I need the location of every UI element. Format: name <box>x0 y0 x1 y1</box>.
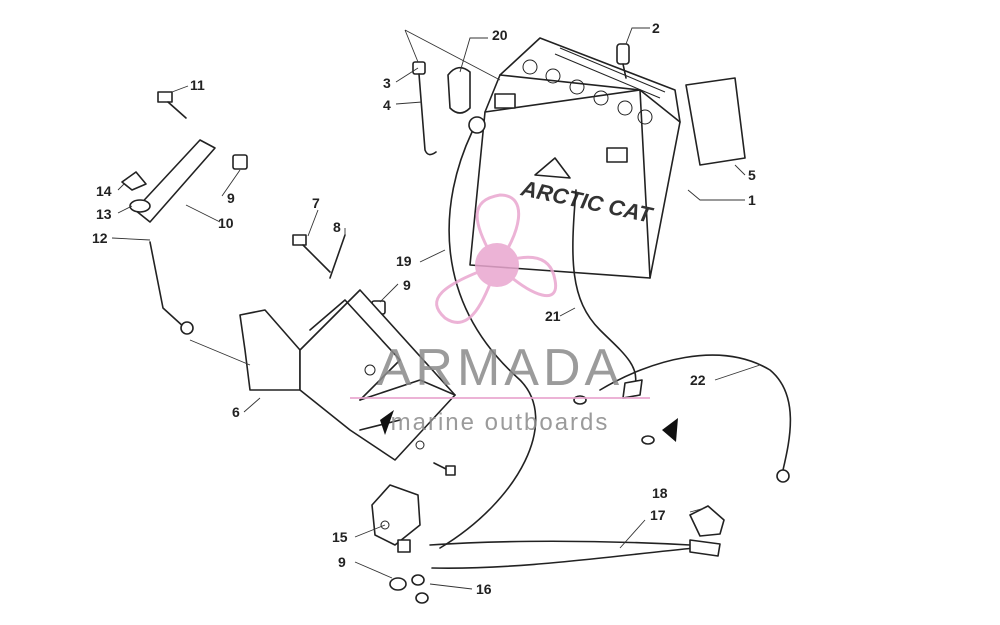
callout-9c: 9 <box>338 554 346 570</box>
hardware-washer-2 <box>641 435 655 445</box>
callout-4: 4 <box>383 97 391 113</box>
hold-down-strap[interactable] <box>134 139 216 223</box>
battery-post-negative <box>606 147 628 163</box>
watermark-subtitle: marine outboards <box>391 409 610 436</box>
battery-pad[interactable] <box>685 77 746 166</box>
negative-cable[interactable] <box>572 189 643 399</box>
vent-plug[interactable] <box>616 43 630 79</box>
terminal-nut-16a[interactable] <box>411 574 425 586</box>
direction-arrow-right <box>662 418 678 442</box>
ground-cable[interactable] <box>599 354 792 483</box>
callout-22: 22 <box>690 372 706 388</box>
callout-5: 5 <box>748 167 756 183</box>
watermark-title: ARMADA <box>377 339 623 397</box>
battery-post-positive <box>494 93 516 109</box>
callout-9a: 9 <box>227 190 235 206</box>
nut-9-upper[interactable] <box>232 154 248 170</box>
watermark: ARMADA marine outboards <box>350 193 650 436</box>
washer[interactable] <box>129 199 151 213</box>
tray-bolt[interactable] <box>433 462 456 476</box>
terminal-nut-16b[interactable] <box>415 592 429 604</box>
callout-17: 17 <box>650 507 666 523</box>
callout-19: 19 <box>396 253 412 269</box>
callout-10: 10 <box>218 215 234 231</box>
callout-1: 1 <box>748 192 756 208</box>
callout-15: 15 <box>332 529 348 545</box>
callout-16: 16 <box>476 581 492 597</box>
positive-cable[interactable] <box>439 116 537 549</box>
battery[interactable]: ARCTIC CAT <box>469 37 681 279</box>
starter-solenoid[interactable] <box>371 484 421 553</box>
terminal-boot[interactable] <box>689 505 725 537</box>
leader-lines <box>111 27 761 590</box>
hold-down-rod[interactable] <box>149 241 194 335</box>
vent-tube[interactable] <box>412 61 437 156</box>
callout-14: 14 <box>96 183 112 199</box>
callout-7: 7 <box>312 195 320 211</box>
pin-8[interactable] <box>329 234 346 279</box>
battery-tray[interactable] <box>239 289 456 461</box>
callout-9b: 9 <box>403 277 411 293</box>
bolt-7[interactable] <box>292 234 331 273</box>
callout-6: 6 <box>232 404 240 420</box>
propeller-logo <box>435 193 558 324</box>
callout-11: 11 <box>190 77 205 93</box>
wing-nut[interactable] <box>121 171 147 191</box>
callout-3: 3 <box>383 75 391 91</box>
callout-2: 2 <box>652 20 660 36</box>
callout-labels: 1 2 3 4 5 6 7 8 9 9 9 10 11 12 13 14 15 … <box>92 20 756 597</box>
callout-12: 12 <box>92 230 108 246</box>
starter-cable[interactable] <box>429 539 721 569</box>
direction-arrow-left <box>380 410 394 435</box>
callout-20: 20 <box>492 27 508 43</box>
hold-down-bolt[interactable] <box>157 91 187 119</box>
nut-9-lower[interactable] <box>389 577 407 591</box>
callout-18: 18 <box>652 485 668 501</box>
terminal-cap[interactable] <box>447 66 471 114</box>
callout-13: 13 <box>96 206 112 222</box>
callout-21: 21 <box>545 308 561 324</box>
callout-8: 8 <box>333 219 341 235</box>
